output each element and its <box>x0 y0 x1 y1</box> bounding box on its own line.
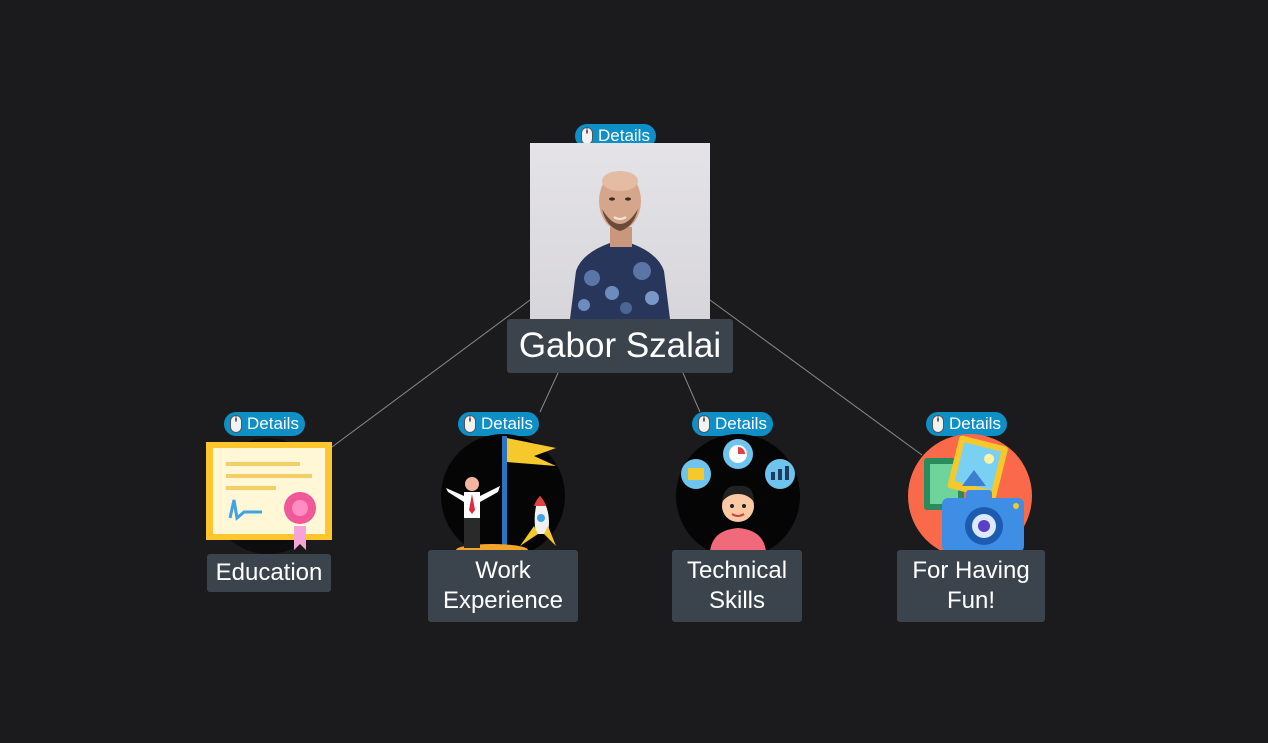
having-fun-label-line-1: For Having <box>912 557 1030 584</box>
root-details-label: Details <box>598 126 650 145</box>
mouse-icon <box>932 415 944 433</box>
having-fun-label[interactable]: For Having Fun! <box>897 550 1045 622</box>
work-experience-label-line-1: Work <box>475 557 531 584</box>
technical-skills-label-line-2: Skills <box>708 587 765 614</box>
mouse-icon <box>230 415 242 433</box>
root-name-text: Gabor Szalai <box>518 326 722 365</box>
having-fun-label-line-2: Fun! <box>946 587 996 614</box>
root-name-label[interactable]: Gabor Szalai <box>507 319 733 373</box>
education-details-button[interactable]: Details <box>224 412 305 436</box>
education-label-line-1: Education <box>215 559 323 586</box>
mouse-icon <box>698 415 710 433</box>
technical-skills-label-line-1: Technical <box>686 557 788 584</box>
certificate-icon[interactable] <box>200 436 336 554</box>
having-fun-details-label: Details <box>949 414 1001 433</box>
having-fun-details-button[interactable]: Details <box>926 412 1007 436</box>
technical-skills-details-label: Details <box>715 414 767 433</box>
work-experience-details-button[interactable]: Details <box>458 412 539 436</box>
work-experience-label-line-2: Experience <box>442 587 564 614</box>
mouse-icon <box>464 415 476 433</box>
root-details-button[interactable]: Details <box>575 124 656 148</box>
link-technical-skills <box>682 372 701 413</box>
link-work-experience <box>539 372 559 413</box>
link-education <box>331 299 531 448</box>
technical-skills-details-button[interactable]: Details <box>692 412 773 436</box>
technical-skills-label[interactable]: Technical Skills <box>672 550 802 622</box>
person-photo[interactable] <box>530 143 710 319</box>
developer-icon[interactable] <box>672 434 804 552</box>
work-experience-label[interactable]: Work Experience <box>428 550 578 622</box>
education-label[interactable]: Education <box>207 554 331 592</box>
camera-photos-icon[interactable] <box>906 434 1038 552</box>
education-details-label: Details <box>247 414 299 433</box>
link-having-fun <box>709 299 923 456</box>
work-experience-details-label: Details <box>481 414 533 433</box>
person-photo-illustration <box>570 171 670 319</box>
flag-rocket-icon[interactable] <box>434 434 572 552</box>
